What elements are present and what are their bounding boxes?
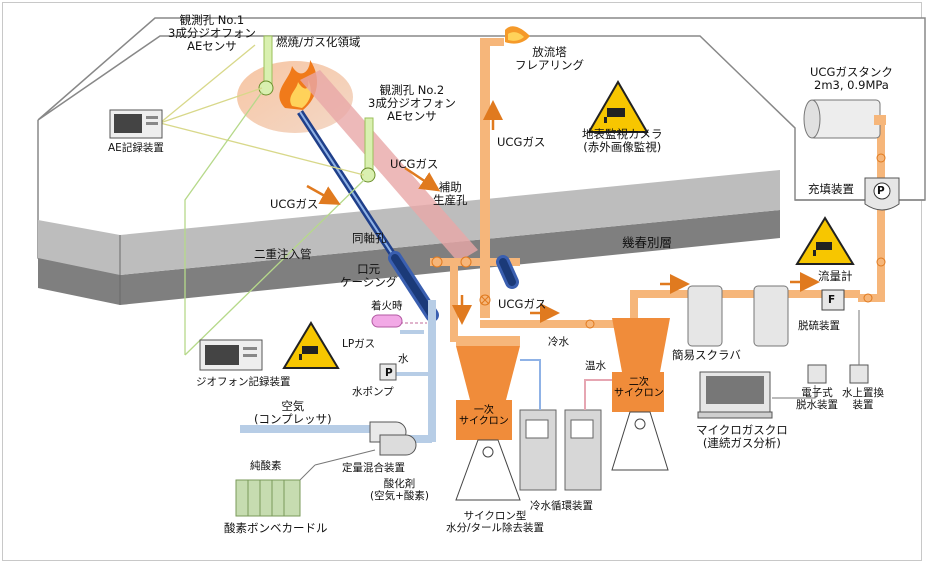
burn-zone-label: 燃焼/ガス化領域 xyxy=(276,35,361,49)
lp-gas-label: LPガス xyxy=(342,338,376,350)
flare-tower-label: 放流塔フレアリング xyxy=(515,45,584,72)
valve-icon xyxy=(585,153,886,329)
primary-cyclone-device xyxy=(455,336,521,501)
secondary-cyclone-device xyxy=(611,318,670,471)
coal-seam xyxy=(38,170,780,305)
primary-cyclone-label: 一次サイクロン xyxy=(459,405,509,427)
water-replacement-label: 水上置換装置 xyxy=(842,387,884,411)
geophone-signal-lines xyxy=(184,91,365,356)
electronic-dehumidifier-device xyxy=(807,364,827,384)
ae-recorder-label: AE記録装置 xyxy=(108,142,164,154)
filling-device-label: 充填装置 xyxy=(808,182,854,196)
ucg-gas-up-label: UCGガス xyxy=(497,135,546,149)
warning-camera-icon xyxy=(282,321,340,369)
oxygen-cylinders-label: 酸素ボンベカードル xyxy=(224,521,328,535)
constant-mixer-label: 定量混合装置 xyxy=(342,462,405,474)
water-label: 水 xyxy=(398,353,409,365)
oxidant-label: 酸化剤(空気+酸素) xyxy=(370,478,429,502)
geophone-recorder-device xyxy=(199,339,263,371)
coaxial-well xyxy=(297,110,439,322)
cyclone-separator-label: サイクロン型水分/タール除去装置 xyxy=(446,510,545,534)
warning-camera-icon xyxy=(587,80,649,133)
pressure-gauge-icon xyxy=(864,177,900,211)
ucg-gas-mid-label: UCGガス xyxy=(390,157,439,171)
observation-well-2 xyxy=(360,117,376,183)
flow-arrows xyxy=(306,100,820,325)
gas-channel xyxy=(300,70,478,262)
water-pump-letter: P xyxy=(385,367,393,379)
flowmeter-letter: F xyxy=(828,294,836,306)
aux-hole-label: 補助生産孔 xyxy=(433,180,468,207)
water-replacement-device xyxy=(849,310,869,384)
warning-camera-icon xyxy=(795,216,855,265)
ucg-gas-pipe-label: UCGガス xyxy=(498,297,547,311)
micro-gc-device xyxy=(697,371,816,419)
flare-pipe xyxy=(479,26,530,318)
flowmeter-device xyxy=(821,289,845,311)
dehumidifier-label: 電子式脱水装置 xyxy=(796,387,838,411)
observation-well-1 xyxy=(258,35,274,96)
constant-mixer-device xyxy=(369,421,417,456)
cold-water-label: 冷水 xyxy=(548,336,569,348)
air-compressor-label: 空気(コンプレッサ) xyxy=(254,399,332,426)
micro-gc-label: マイクロガスクロ(連続ガス分析) xyxy=(696,423,788,450)
flowmeter-label: 流量計 xyxy=(818,269,853,283)
oxygen-cylinder-bundle xyxy=(235,449,376,517)
surface-camera-label: 地表監視カメラ(赤外画像監視) xyxy=(582,127,663,154)
gas-tank xyxy=(803,99,886,139)
pure-oxygen-label: 純酸素 xyxy=(250,460,282,472)
secondary-cyclone-label: 二次サイクロン xyxy=(614,377,664,399)
pump-letter: P xyxy=(877,185,885,197)
simple-scrubber-label: 簡易スクラバ xyxy=(672,348,741,362)
aux-production-well xyxy=(430,255,520,289)
chiller-units xyxy=(519,359,612,491)
desulfurizer-label: 脱硫装置 xyxy=(798,320,840,332)
ucg-gas-left-label: UCGガス xyxy=(270,197,319,211)
collar-casing-label: 口元ケーシング xyxy=(340,262,398,289)
desulfurizer-device xyxy=(753,285,789,347)
double-pipe-label: 二重注入管 xyxy=(254,247,312,261)
chiller-label: 冷水循環装置 xyxy=(530,500,593,512)
ignition-label: 着火時 xyxy=(371,300,403,312)
flame-icon xyxy=(279,60,318,110)
coaxial-hole-label: 同軸孔 xyxy=(352,231,387,245)
scrubber-device xyxy=(687,285,723,347)
coal-seam-label: 幾春別層 xyxy=(622,235,673,250)
water-pump-label: 水ポンプ xyxy=(352,386,394,398)
water-pump xyxy=(379,363,397,381)
warm-water-label: 温水 xyxy=(585,360,606,372)
ae-signal-lines xyxy=(159,44,365,176)
ae-recorder-device xyxy=(109,109,163,139)
lp-gas-cylinder xyxy=(371,314,403,328)
geophone-recorder-label: ジオフォン記録装置 xyxy=(196,376,291,388)
